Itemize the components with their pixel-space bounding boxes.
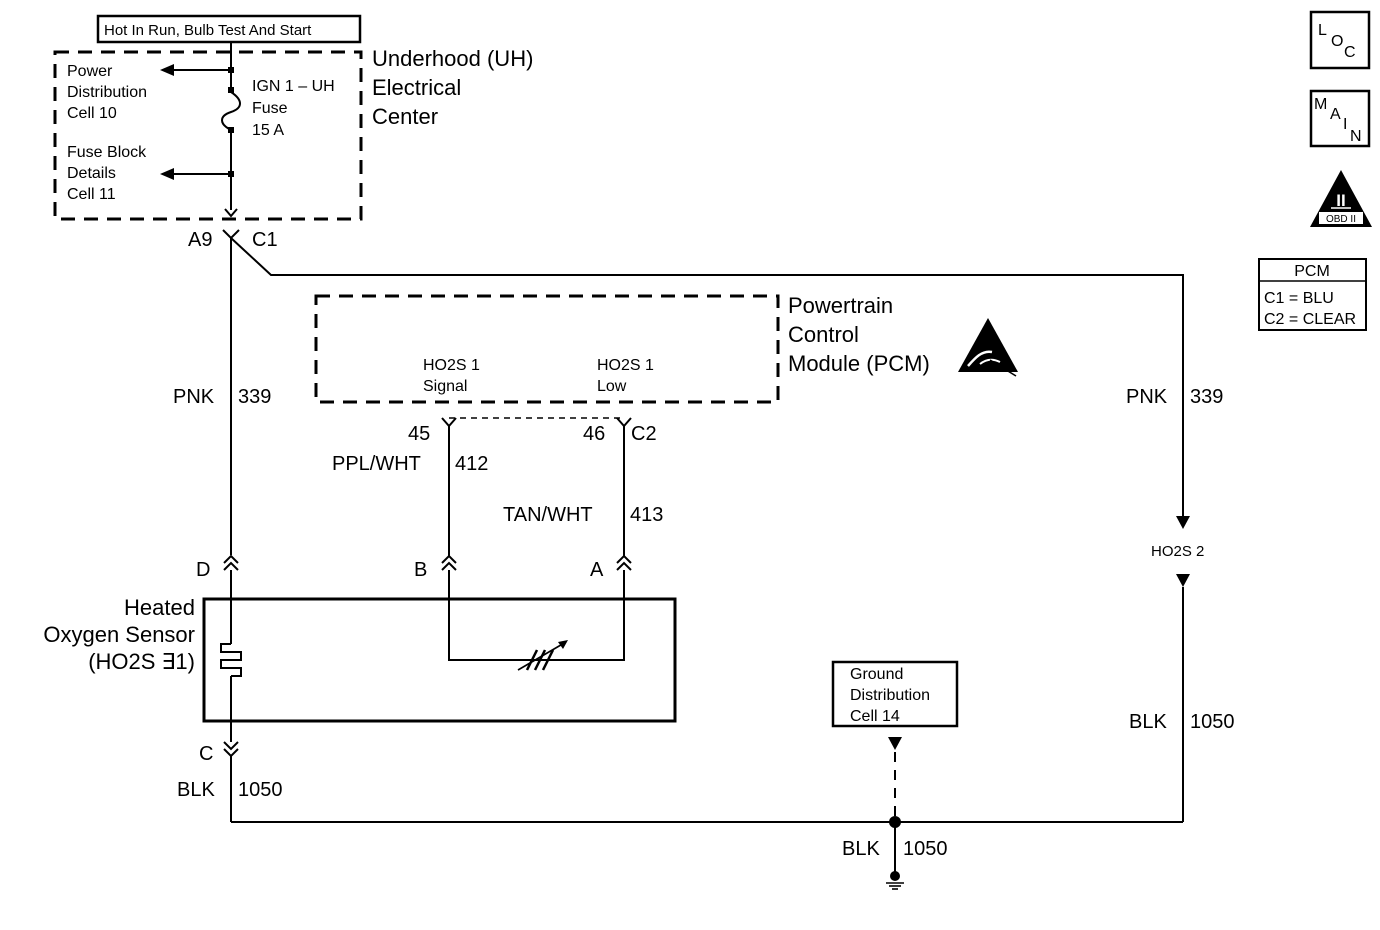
ground-dist-line-1: Ground [850, 666, 903, 683]
pcm-signal-line-1: HO2S 1 [423, 357, 480, 374]
ho2s2-out-arrow-icon [1176, 574, 1190, 587]
pin-d-connector-icon [223, 554, 239, 571]
power-source-box: Hot In Run, Bulb Test And Start [96, 14, 362, 44]
main-n: N [1350, 128, 1362, 145]
pcm-connector-table: PCM C1 = BLU C2 = CLEAR [1258, 258, 1367, 331]
ground-icon [886, 871, 904, 890]
pcm-table-row-1: C1 = BLU [1264, 290, 1334, 307]
power-source-label: Hot In Run, Bulb Test And Start [104, 22, 312, 39]
pcm-title-line-1: Powertrain [788, 293, 893, 318]
loc-c: C [1344, 44, 1356, 61]
right-gnd-circuit: 1050 [1190, 711, 1235, 733]
pcm-signal-line-2: Signal [423, 378, 467, 395]
conn-a9-label: A9 [188, 229, 212, 251]
loc-l: L [1318, 22, 1327, 39]
power-dist-line-3: Cell 10 [67, 105, 117, 122]
fuse-line-3: 15 A [252, 122, 284, 139]
bottom-gnd-color: BLK [842, 838, 880, 860]
pcm-low-line-1: HO2S 1 [597, 357, 654, 374]
power-dist-arrow-icon [160, 64, 174, 76]
uh-title-line-2: Electrical [372, 75, 461, 100]
sensor-name-line-1: Heated [124, 595, 195, 620]
fuse-block-arrow-icon [160, 168, 174, 180]
conn-c1-label: C1 [252, 229, 278, 251]
obd2-text: OBD II [1326, 214, 1356, 225]
signal-wire-circuit: 412 [455, 453, 488, 475]
pcm-title-line-3: Module (PCM) [788, 351, 930, 376]
fuse-icon [221, 91, 241, 131]
fuse-line-1: IGN 1 – UH [252, 78, 335, 95]
signal-wire-color: PPL/WHT [332, 453, 421, 475]
pcm-module: Powertrain Control Module (PCM) HO2S 1 S… [314, 293, 930, 404]
fuse-block-line-3: Cell 11 [67, 186, 116, 203]
conn-c2-label: C2 [631, 423, 657, 445]
pcm-table-row-2: C2 = CLEAR [1264, 311, 1356, 328]
main-m: M [1314, 96, 1327, 113]
left-wire-color: PNK [173, 386, 215, 408]
fuse-line-2: Fuse [252, 100, 288, 117]
low-wire-circuit: 413 [630, 504, 663, 526]
main-i: I [1343, 116, 1347, 133]
obd2-icon[interactable]: II OBD II [1310, 170, 1372, 227]
left-wire-circuit: 339 [238, 386, 271, 408]
fuse-block-line-1: Fuse Block [67, 144, 147, 161]
pin-45-label: 45 [408, 423, 430, 445]
ground-dist-box: Ground Distribution Cell 14 [831, 660, 959, 728]
right-gnd-color: BLK [1129, 711, 1167, 733]
bottom-gnd-circuit: 1050 [903, 838, 948, 860]
fuse-block-line-2: Details [67, 165, 116, 182]
right-pnk-wire [230, 237, 1184, 516]
pin45-connector-icon [441, 417, 457, 428]
right-wire-circuit: 339 [1190, 386, 1223, 408]
ground-dist-line-2: Distribution [850, 687, 930, 704]
ground-dist-line-3: Cell 14 [850, 708, 900, 725]
ho2s2-in-arrow-icon [1176, 516, 1190, 529]
uh-title-line-1: Underhood (UH) [372, 46, 533, 71]
pcm-low-line-2: Low [597, 378, 627, 395]
right-wire-color: PNK [1126, 386, 1168, 408]
power-dist-line-2: Distribution [67, 84, 147, 101]
low-wire-color: TAN/WHT [503, 504, 593, 526]
ground-dist-arrow-icon [888, 737, 902, 750]
pcm-table-title: PCM [1294, 263, 1330, 280]
main-a: A [1330, 106, 1341, 123]
a9-connector-icon [222, 229, 240, 240]
pin-a-label: A [590, 559, 604, 581]
left-gnd-color: BLK [177, 779, 215, 801]
sensor-element-icon [517, 640, 568, 671]
main-icon[interactable]: M A I N [1309, 89, 1371, 148]
ho2s2-label: HO2S 2 [1151, 543, 1204, 560]
pin-b-label: B [414, 559, 427, 581]
uh-out-chevron-icon [224, 208, 238, 218]
uh-title-line-3: Center [372, 104, 438, 129]
heater-element-icon [220, 643, 242, 677]
pin-46-label: 46 [583, 423, 605, 445]
pin-d-label: D [196, 559, 210, 581]
obd2-roman: II [1336, 191, 1345, 210]
pin46-connector-icon [616, 417, 632, 428]
left-gnd-circuit: 1050 [238, 779, 283, 801]
sensor-name-line-2: Oxygen Sensor [43, 622, 195, 647]
loc-icon[interactable]: L O C [1309, 10, 1371, 70]
pin-c-connector-icon [223, 741, 239, 758]
sensor-name-line-3: (HO2S ∃1) [88, 649, 195, 674]
pin-b-connector-icon [441, 554, 457, 571]
ho2s1-sensor: Heated Oxygen Sensor (HO2S ∃1) [43, 570, 677, 742]
pcm-title-line-2: Control [788, 322, 859, 347]
power-dist-line-1: Power [67, 63, 113, 80]
uh-electrical-center: Underhood (UH) Electrical Center Power D… [53, 42, 533, 221]
pin-c-label: C [199, 743, 213, 765]
loc-o: O [1331, 33, 1343, 50]
pin-a-connector-icon [616, 554, 632, 571]
esd-warning-icon [958, 318, 1018, 377]
